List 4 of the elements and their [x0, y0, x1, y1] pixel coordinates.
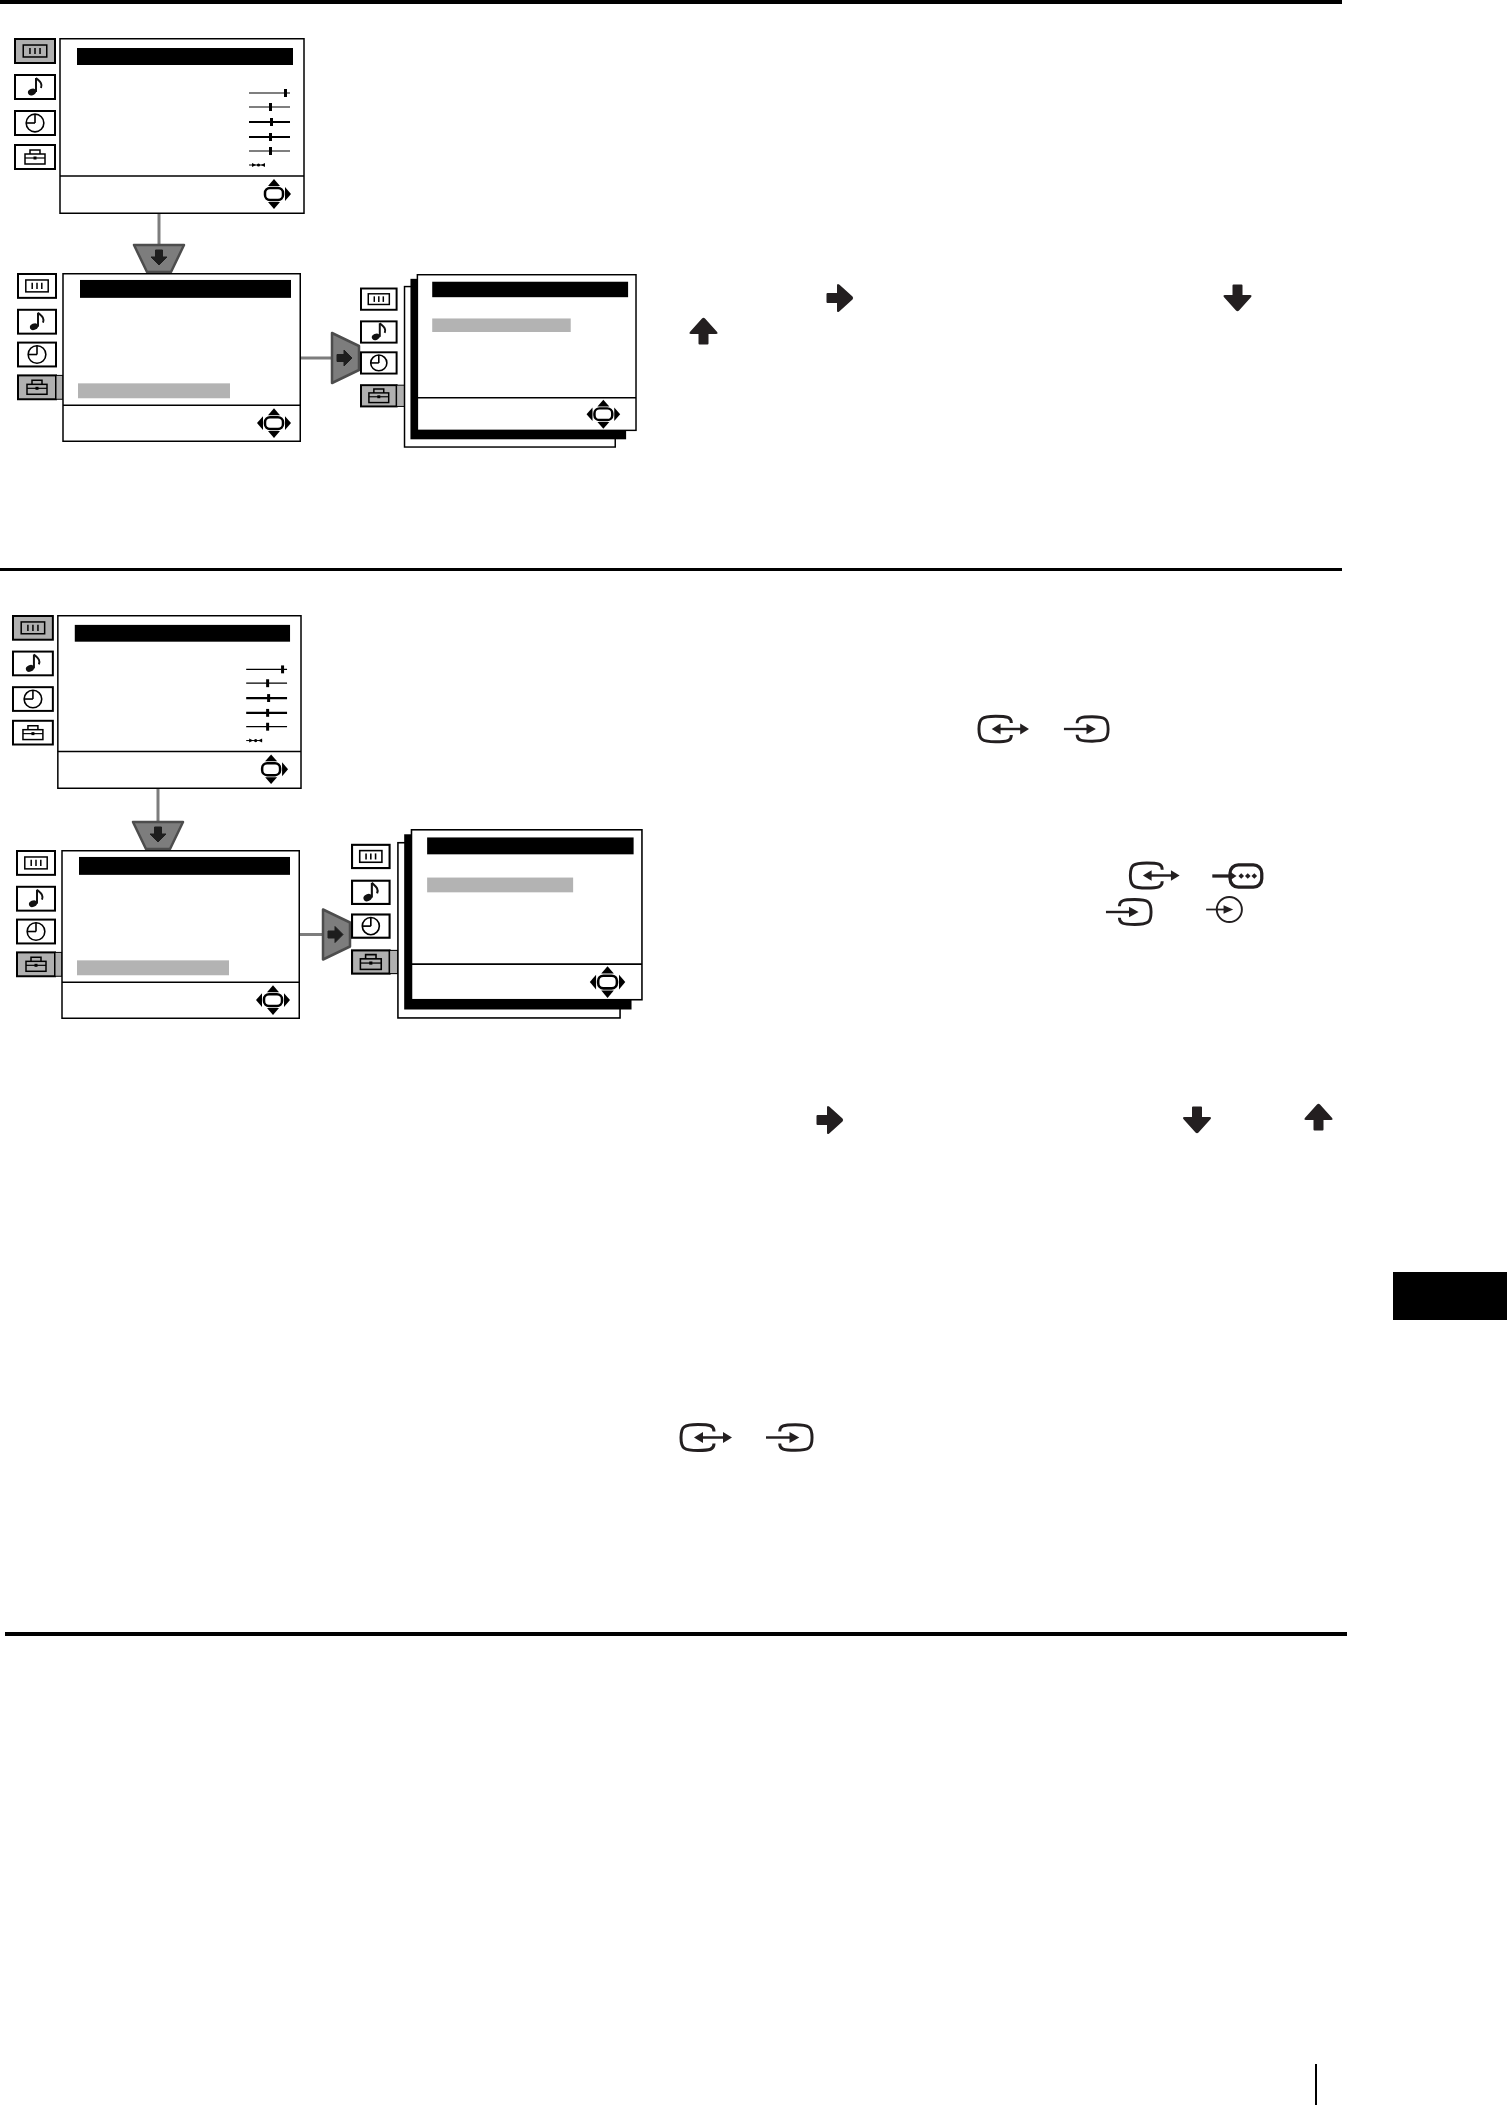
menu-screen	[351, 829, 643, 1019]
menu-screen	[360, 274, 637, 448]
menu-screen	[16, 850, 300, 1019]
menu-screen	[17, 273, 301, 442]
